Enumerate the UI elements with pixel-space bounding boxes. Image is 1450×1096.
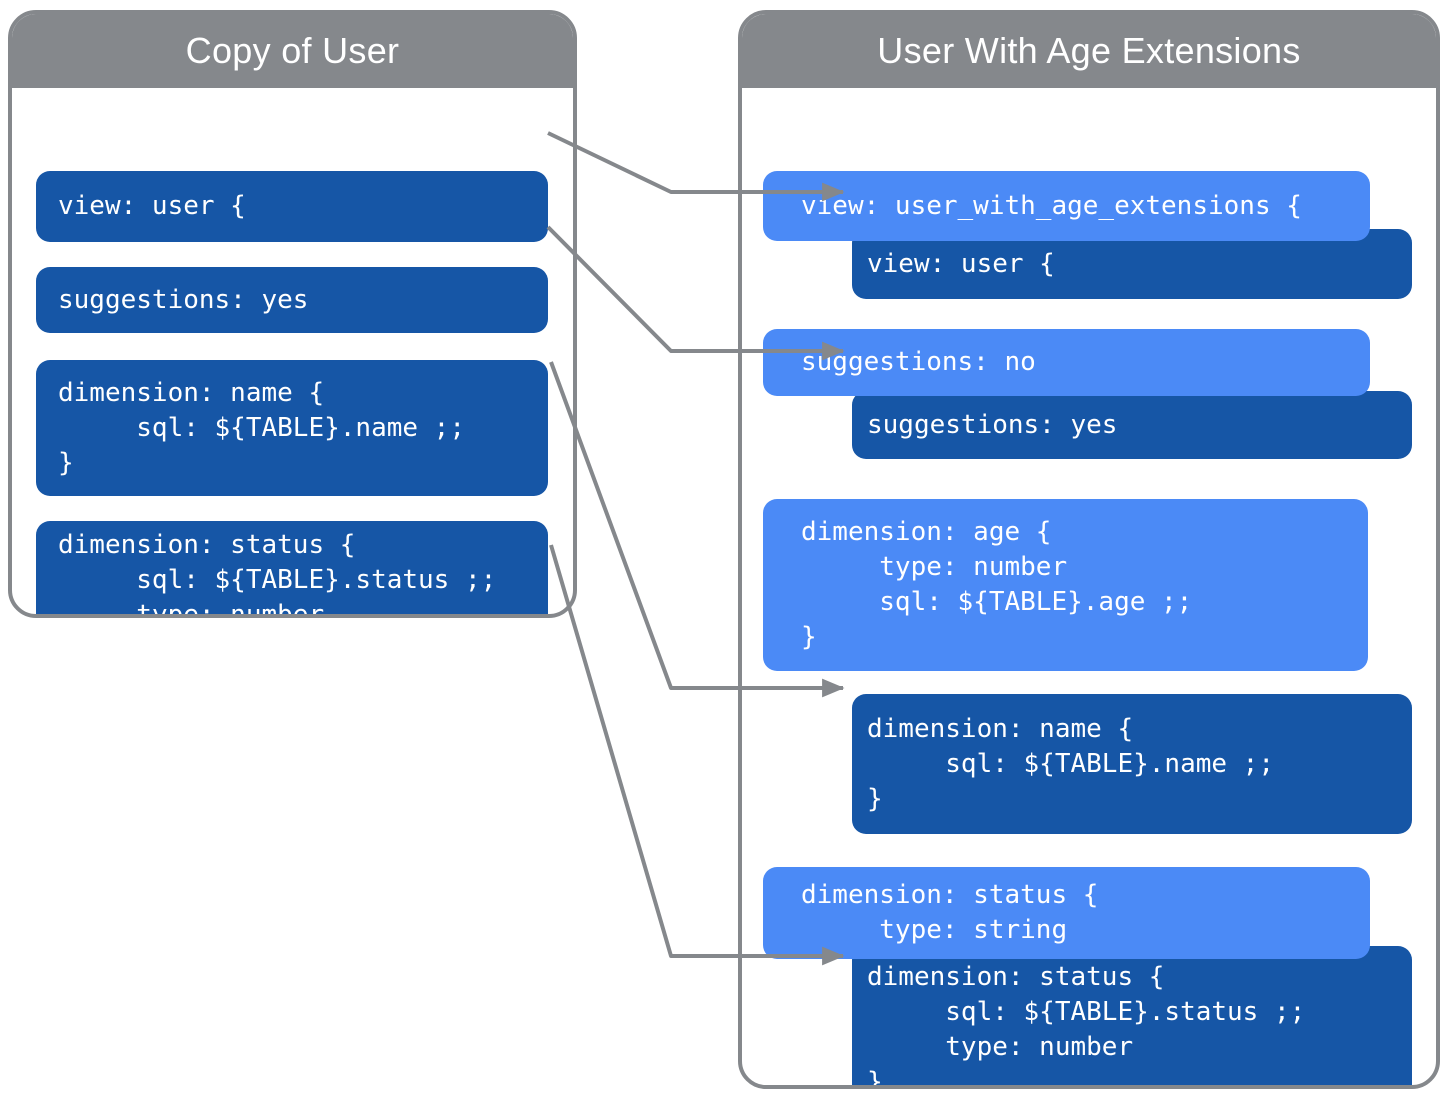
code-block-view-user-with-age-extensions: view: user_with_age_extensions { bbox=[763, 171, 1370, 241]
code-block-dimension-status-override: dimension: status { type: string bbox=[763, 867, 1370, 959]
code-line: dimension: name { bbox=[58, 377, 325, 408]
code-line: type: number bbox=[867, 1032, 1134, 1062]
code-block-suggestions-no: suggestions: no bbox=[763, 329, 1370, 396]
code-line: sql: ${TABLE}.age ;; bbox=[801, 587, 1193, 617]
code-line: view: user { bbox=[58, 191, 246, 221]
code-block-inherited-dimension-status: dimension: status { sql: ${TABLE}.status… bbox=[852, 946, 1412, 1089]
code-line: dimension: age { bbox=[801, 517, 1052, 547]
panel-user-with-age-extensions-body: view: user { view: user_with_age_extensi… bbox=[742, 88, 1436, 1085]
code-block-inherited-dimension-name: dimension: name { sql: ${TABLE}.name ;; … bbox=[852, 694, 1412, 834]
code-line: dimension: status { bbox=[58, 529, 356, 560]
panel-copy-of-user-body: view: user { suggestions: yes dimension:… bbox=[12, 88, 573, 614]
code-line: view: user_with_age_extensions { bbox=[801, 190, 1302, 221]
panel-user-with-age-extensions-header: User With Age Extensions bbox=[742, 14, 1436, 88]
code-line: sql: ${TABLE}.status ;; bbox=[867, 997, 1306, 1027]
panel-title: User With Age Extensions bbox=[877, 30, 1301, 71]
code-block-dimension-status: dimension: status { sql: ${TABLE}.status… bbox=[36, 521, 548, 618]
code-line: type: number bbox=[58, 599, 325, 618]
panel-copy-of-user: Copy of User view: user { suggestions: y… bbox=[8, 10, 577, 618]
code-line: type: number bbox=[801, 552, 1068, 582]
panel-user-with-age-extensions: User With Age Extensions view: user { vi… bbox=[738, 10, 1440, 1089]
code-line: sql: ${TABLE}.name ;; bbox=[58, 412, 465, 443]
code-block-view-user: view: user { bbox=[36, 171, 548, 242]
code-block-dimension-name: dimension: name { sql: ${TABLE}.name ;; … bbox=[36, 360, 548, 496]
code-line: dimension: name { bbox=[867, 713, 1134, 744]
code-line: suggestions: yes bbox=[867, 409, 1118, 440]
code-line: view: user { bbox=[867, 248, 1055, 279]
code-line: suggestions: no bbox=[801, 347, 1036, 377]
code-block-dimension-age: dimension: age { type: number sql: ${TAB… bbox=[763, 499, 1368, 671]
code-line: dimension: status { bbox=[867, 962, 1165, 992]
code-block-suggestions-yes: suggestions: yes bbox=[36, 267, 548, 333]
code-line: dimension: status { bbox=[801, 880, 1099, 910]
code-line: } bbox=[867, 783, 883, 814]
code-line: type: string bbox=[801, 915, 1068, 945]
code-block-inherited-suggestions-yes: suggestions: yes bbox=[852, 391, 1412, 459]
code-line: sql: ${TABLE}.status ;; bbox=[58, 564, 497, 595]
code-line: sql: ${TABLE}.name ;; bbox=[867, 748, 1274, 779]
code-line: suggestions: yes bbox=[58, 284, 309, 315]
code-line: } bbox=[801, 622, 817, 652]
code-line: } bbox=[867, 1067, 883, 1089]
code-line: } bbox=[58, 447, 74, 478]
panel-title: Copy of User bbox=[185, 30, 400, 71]
panel-copy-of-user-header: Copy of User bbox=[12, 14, 573, 88]
